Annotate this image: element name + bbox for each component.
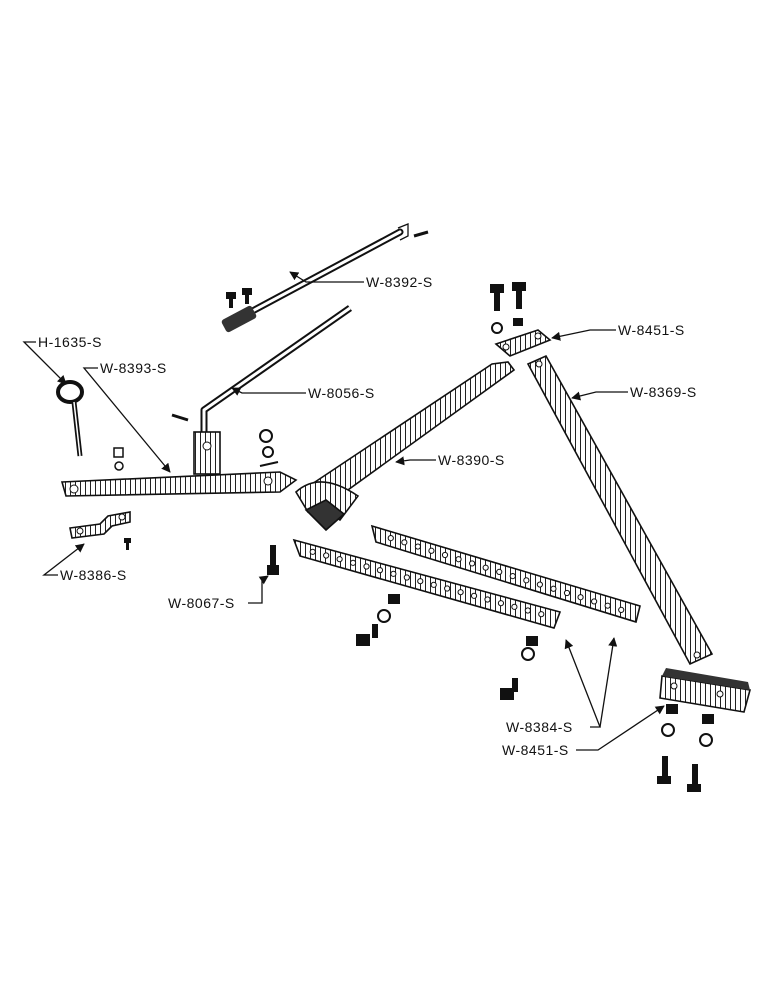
bolt-top-b bbox=[512, 282, 526, 326]
bolt-top-a bbox=[490, 284, 504, 334]
plate-w8451-bottom bbox=[659, 668, 752, 713]
label-w8056: W-8056-S bbox=[308, 385, 375, 401]
perforation-hole bbox=[482, 564, 489, 571]
eyebolt-h1635 bbox=[56, 380, 84, 457]
bracket-w8386 bbox=[69, 511, 131, 550]
perforation-hole bbox=[497, 600, 505, 607]
perforation-hole bbox=[538, 611, 545, 618]
perforation-hole bbox=[550, 585, 557, 592]
perforation-hole bbox=[618, 606, 625, 613]
perforation-hole bbox=[536, 581, 543, 588]
perforation-hole bbox=[401, 539, 408, 546]
bar-w8384-upper bbox=[370, 524, 641, 624]
perforation-hole bbox=[457, 589, 464, 596]
label-w8386: W-8386-S bbox=[60, 567, 127, 583]
label-w8392: W-8392-S bbox=[366, 274, 433, 290]
perforation-hole bbox=[430, 581, 437, 588]
perforation-hole bbox=[469, 560, 476, 567]
perforation-hole bbox=[363, 563, 370, 570]
bolt-w8392-a bbox=[226, 292, 236, 308]
perforation-hole bbox=[376, 567, 384, 574]
perforation-hole bbox=[387, 535, 394, 542]
bar-w8390 bbox=[294, 361, 516, 532]
perforation-hole bbox=[604, 602, 611, 609]
perforation-hole bbox=[455, 556, 462, 563]
perforation-hole bbox=[390, 570, 397, 577]
label-w8369: W-8369-S bbox=[630, 384, 697, 400]
perforation-hole bbox=[414, 543, 421, 550]
perforation-hole bbox=[336, 556, 343, 563]
label-w8384: W-8384-S bbox=[506, 719, 573, 735]
perforation-hole bbox=[441, 551, 449, 559]
perforation-hole bbox=[323, 552, 330, 559]
label-w8393: W-8393-S bbox=[100, 360, 167, 376]
plate-w8451-top bbox=[494, 329, 552, 357]
nut-lower-mid bbox=[500, 636, 538, 700]
label-w8451-bottom: W-8451-S bbox=[502, 742, 569, 758]
perforation-hole bbox=[403, 574, 410, 581]
rod-w8392 bbox=[221, 223, 429, 333]
label-w8390: W-8390-S bbox=[438, 452, 505, 468]
perforation-hole bbox=[577, 594, 584, 601]
perforation-hole bbox=[496, 568, 503, 575]
bolt-bottom-a bbox=[657, 704, 678, 784]
perforation-hole bbox=[309, 548, 316, 555]
nut-lower-left bbox=[356, 594, 400, 646]
leader-lines bbox=[22, 271, 665, 751]
nut-small-left bbox=[113, 447, 124, 471]
perforation-hole bbox=[591, 598, 598, 605]
perforation-hole bbox=[484, 596, 491, 603]
perforation-hole bbox=[417, 578, 424, 585]
label-h1635: H-1635-S bbox=[38, 334, 102, 350]
perforation-hole bbox=[523, 577, 530, 584]
nut-small-right bbox=[259, 429, 279, 467]
perforation-hole bbox=[349, 559, 357, 566]
perforation-hole bbox=[511, 603, 518, 610]
bar-w8369 bbox=[526, 354, 714, 666]
bolt-bottom-b bbox=[687, 714, 714, 792]
label-w8067: W-8067-S bbox=[168, 595, 235, 611]
perforation-hole bbox=[563, 589, 571, 597]
perforation-hole bbox=[524, 607, 531, 614]
bolt-w8067 bbox=[267, 545, 279, 575]
perforation-hole bbox=[428, 547, 435, 554]
rod-w8056 bbox=[171, 305, 353, 438]
perforation-hole bbox=[470, 592, 478, 599]
perforation-hole bbox=[444, 585, 451, 592]
bolt-w8392-b bbox=[242, 288, 252, 304]
bar-w8384-lower bbox=[292, 538, 562, 629]
perforation-hole bbox=[509, 573, 516, 580]
label-w8451-top: W-8451-S bbox=[618, 322, 685, 338]
bar-w8393 bbox=[60, 431, 298, 497]
